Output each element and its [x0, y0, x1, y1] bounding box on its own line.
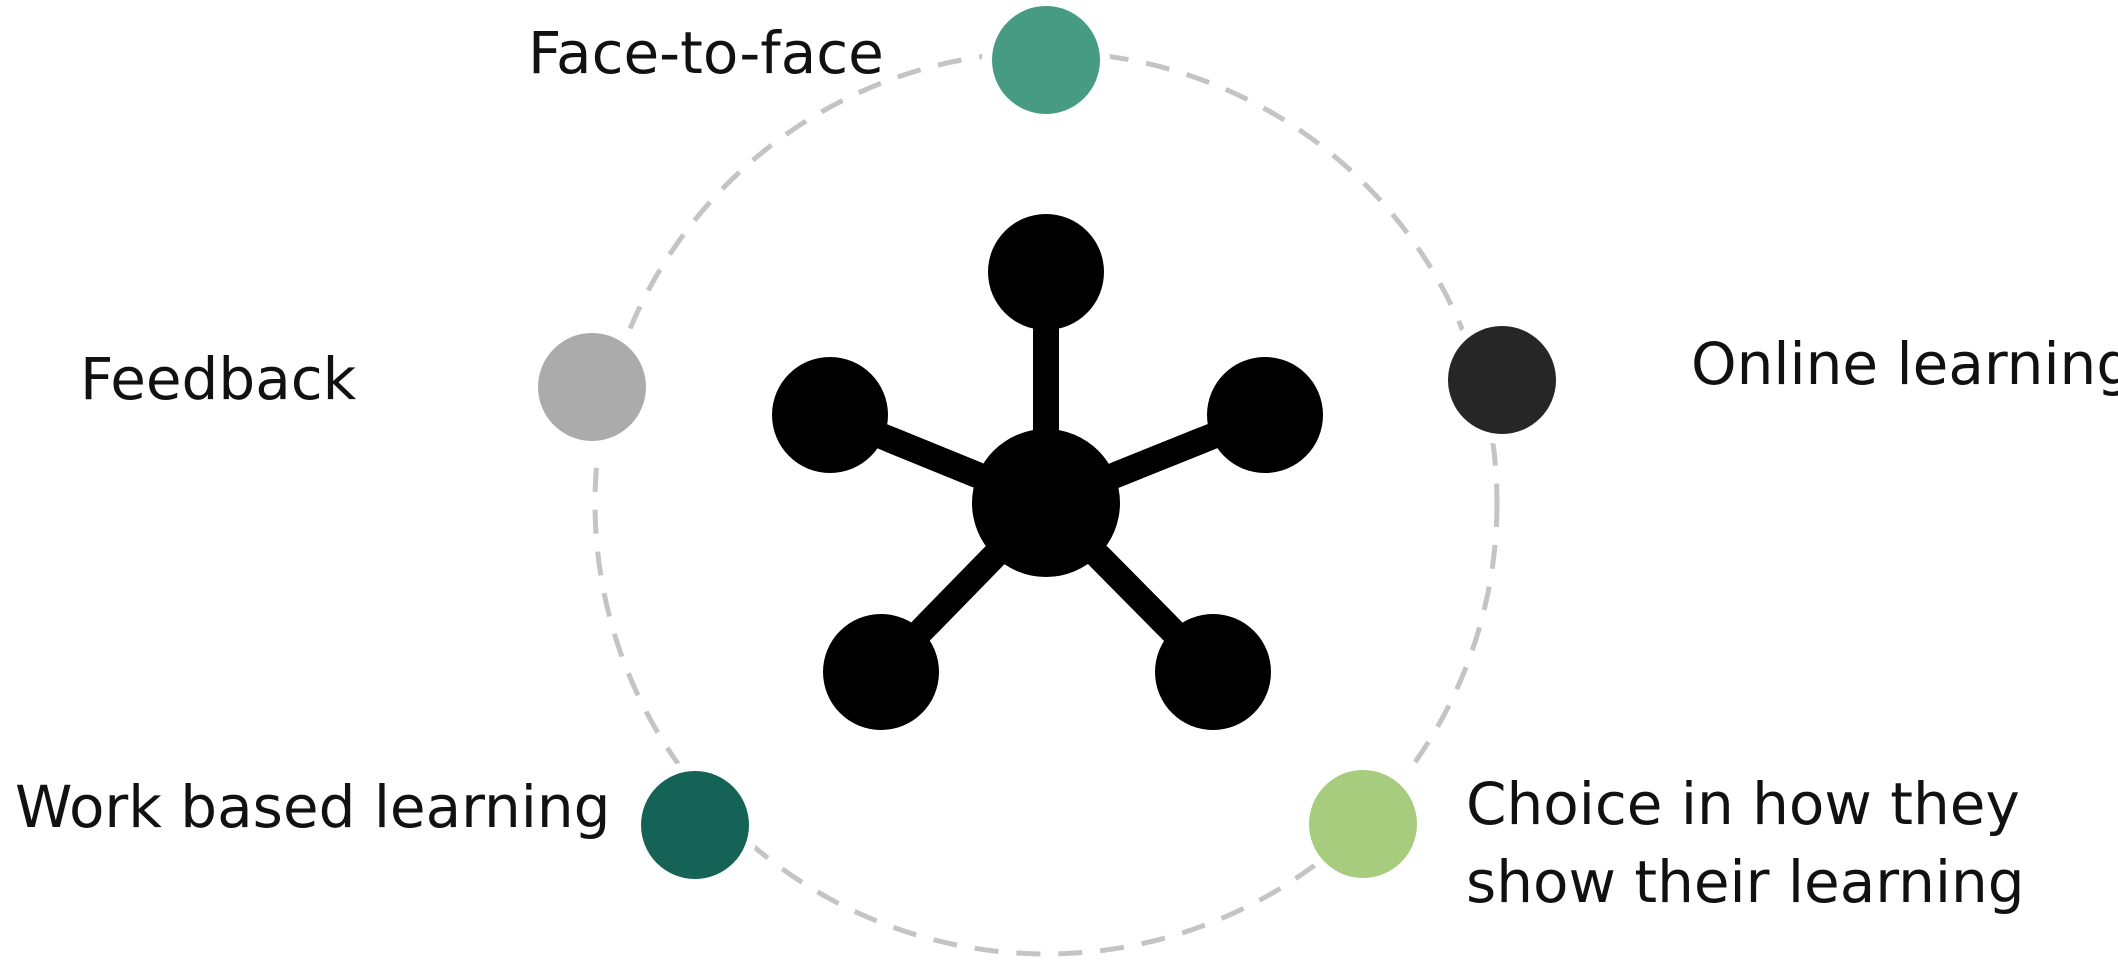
node-dot-face-to-face [992, 6, 1100, 114]
node-label-line: Choice in how they [1466, 770, 2020, 838]
node-dot-online-learning [1448, 326, 1556, 434]
node-choice: Choice in how they show their learning [1299, 760, 2025, 916]
hub-outer-node [823, 614, 939, 730]
node-label-line: Feedback [80, 345, 357, 413]
hub-spoke-segment [1096, 421, 1224, 493]
node-work-based-learning: Work based learning [15, 761, 759, 889]
node-dot-feedback [538, 333, 646, 441]
hub-outer-node [772, 357, 888, 473]
node-label-line: Online learning [1691, 330, 2118, 398]
node-label-choice: Choice in how they show their learning [1466, 770, 2025, 916]
node-face-to-face: Face-to-face [528, 0, 1110, 124]
node-label-online-learning: Online learning [1691, 330, 2118, 398]
node-feedback: Feedback [80, 323, 656, 451]
hub-center-node [972, 429, 1120, 577]
node-label-line: Face-to-face [528, 19, 884, 87]
hub-outer-node [1207, 357, 1323, 473]
node-label-line: show their learning [1466, 848, 2025, 916]
node-label-line: Work based learning [15, 773, 610, 841]
node-dot-work-based-learning [641, 771, 749, 879]
node-label-work-based-learning: Work based learning [15, 773, 610, 841]
hub-network-icon [763, 205, 1332, 739]
hub-spoke-segment [1078, 536, 1188, 646]
hub-outer-node [1155, 614, 1271, 730]
node-label-feedback: Feedback [80, 345, 357, 413]
dashed-ring [592, 49, 1500, 957]
node-label-face-to-face: Face-to-face [528, 19, 884, 87]
hub-spoke-segment [871, 421, 996, 493]
hub-outer-node [988, 214, 1104, 330]
node-online-learning: Online learning [1438, 316, 2118, 444]
hub-spoke-segment [906, 536, 1014, 646]
node-dot-choice [1309, 770, 1417, 878]
